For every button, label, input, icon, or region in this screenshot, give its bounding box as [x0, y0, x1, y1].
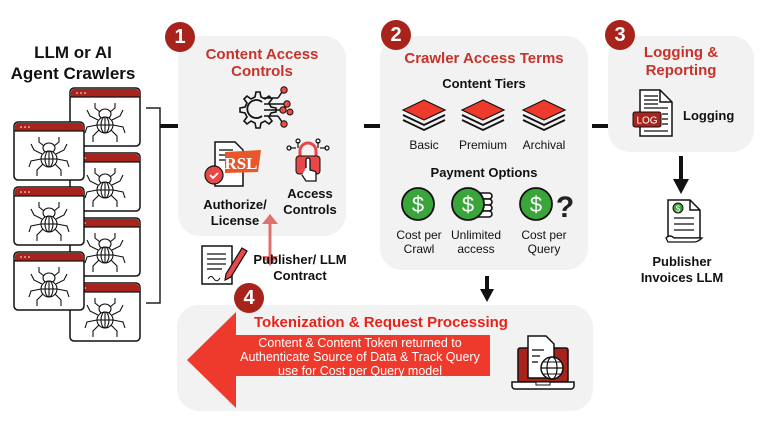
fingerprint-lock-icon: [286, 138, 330, 182]
crawlers-title-line2: Agent Crawlers: [10, 64, 136, 83]
authorize-license-label: Authorize/ License: [203, 197, 267, 228]
content-tier-icon: [521, 99, 567, 131]
laptop-globe-document-icon: [511, 335, 575, 390]
payment-label-unlimited-access: Unlimited access: [450, 228, 501, 256]
access-controls-label: Access Controls: [283, 186, 337, 217]
step-3-badge: 3: [605, 20, 635, 50]
dollar-coin-icon: $: [401, 187, 435, 221]
logging-label: Logging: [683, 108, 735, 123]
svg-text:?: ?: [556, 191, 574, 224]
tier-label-premium: Premium: [458, 138, 507, 152]
spider-globe-icon: [28, 202, 70, 241]
payment-label-cost-per-crawl: Cost per Crawl: [396, 228, 442, 256]
spider-globe-icon: [84, 233, 126, 272]
log-badge-text: LOG: [636, 116, 657, 127]
svg-text:$: $: [412, 192, 424, 217]
crawler-access-terms-panel: [380, 36, 588, 270]
rsl-badge-text: RSL: [224, 154, 257, 173]
step-4-badge: 4: [234, 283, 264, 313]
gear-network-icon: [239, 86, 294, 129]
svg-text:$: $: [462, 192, 474, 217]
svg-text:$: $: [530, 192, 542, 217]
crawler-window: [69, 282, 141, 342]
spider-globe-icon: [84, 168, 126, 207]
spider-globe-icon: [84, 103, 126, 142]
crawler-window: [69, 87, 141, 147]
step-4-title: Tokenization & Request Processing: [254, 314, 508, 331]
dollar-coin-stack-icon: $: [451, 187, 493, 221]
contract-double-arrow: [262, 214, 278, 266]
crawler-window: [69, 152, 141, 212]
content-access-controls-panel: [178, 36, 346, 236]
spider-globe-icon: [84, 298, 126, 337]
crawler-window: [13, 251, 85, 311]
contract-signing-icon: [201, 245, 248, 285]
content-tiers-heading: Content Tiers: [442, 76, 526, 91]
crawlers-title: LLM or AI Agent Crawlers: [8, 42, 138, 84]
payment-options-heading: Payment Options: [430, 165, 538, 180]
log-document-icon: LOG: [632, 89, 673, 137]
logging-reporting-panel: [608, 36, 754, 152]
crawler-window: [13, 121, 85, 181]
tier-label-basic: Basic: [409, 138, 439, 152]
step-4-body: Content & Content Token returned to Auth…: [240, 336, 480, 378]
step-2-badge: 2: [381, 20, 411, 50]
content-tier-icon: [401, 99, 447, 131]
step-1-title: Content Access Controls: [205, 46, 319, 80]
payment-label-cost-per-query: Cost per Query: [521, 228, 567, 256]
step-2-title: Crawler Access Terms: [404, 50, 564, 67]
invoice-dollar-symbol: $: [676, 205, 681, 214]
invoice-document-icon: $: [665, 199, 704, 243]
crawlers-title-line1: LLM or AI: [34, 43, 112, 62]
step-3-title: Logging & Reporting: [643, 44, 719, 79]
dollar-question-icon: $ ?: [519, 187, 574, 224]
rsl-license-icon: RSL: [204, 141, 261, 187]
content-tier-icon: [460, 99, 506, 131]
tier-label-archival: Archival: [522, 138, 566, 152]
spider-globe-icon: [28, 267, 70, 306]
spider-globe-icon: [28, 137, 70, 176]
invoice-label: Publisher Invoices LLM: [640, 254, 724, 285]
contract-label: Publisher/ LLM Contract: [253, 252, 347, 283]
step-1-badge: 1: [165, 22, 195, 52]
crawler-window: [13, 186, 85, 246]
crawler-window: [69, 217, 141, 277]
